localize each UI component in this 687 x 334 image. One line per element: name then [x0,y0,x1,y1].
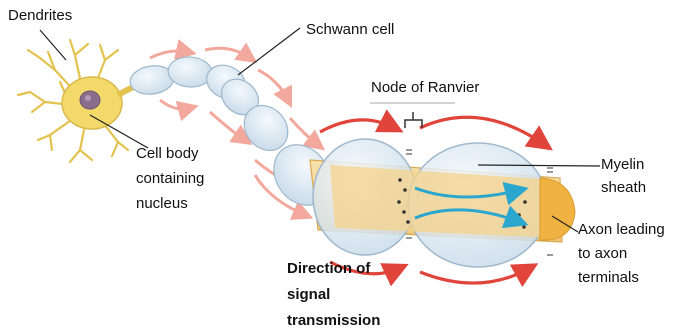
myelin-sheath-label-line: sheath [601,178,646,198]
cell-body-label-line: Cell body [136,144,199,164]
schwann-cell-label: Schwann cell [306,20,394,40]
cell-body-label-line: nucleus [136,194,188,214]
node-of-ranvier-label: Node of Ranvier [371,78,479,98]
myelin-sheath-label-line: Myelin [601,155,644,175]
direction-label-line: transmission [287,308,380,334]
cell-body-label-line: containing [136,169,204,189]
direction-label-line: signal [287,282,330,308]
direction-label-line: Direction of [287,256,370,282]
small-myelin-segments [128,56,341,217]
axon-label-line: to axon [578,244,627,264]
dendrites-label: Dendrites [8,6,72,26]
axon-label-line: Axon leading [578,220,665,240]
axon-label-line: terminals [578,268,639,288]
axon-end [540,178,575,240]
